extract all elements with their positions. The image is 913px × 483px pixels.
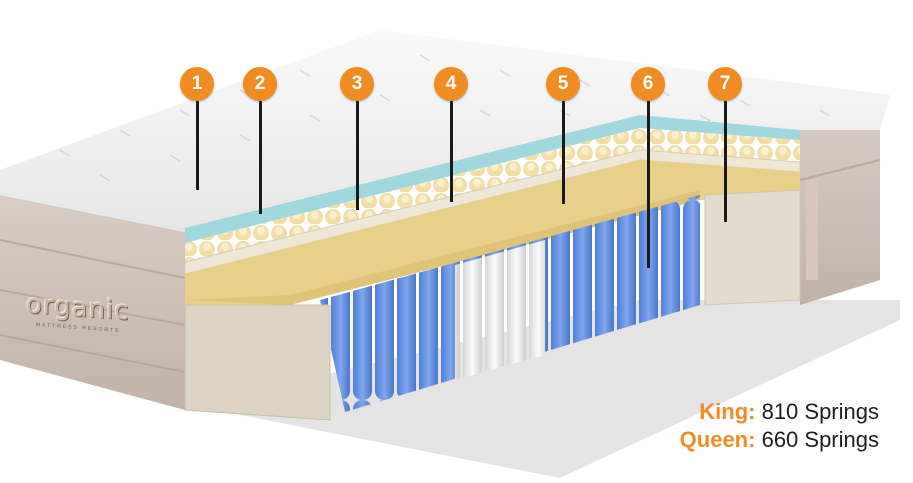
callout-badge: 1 (180, 67, 214, 101)
leader-line (450, 101, 453, 202)
callout-badge: 4 (434, 67, 468, 101)
callout-badge: 3 (340, 67, 374, 101)
spring-counts: King: 810 Springs Queen: 660 Springs (680, 398, 879, 454)
callout-badge: 6 (631, 67, 665, 101)
spring-value: 810 Springs (761, 399, 879, 424)
spring-value: 660 Springs (761, 427, 879, 452)
callout-badge: 5 (546, 67, 580, 101)
callout-badge: 2 (243, 67, 277, 101)
leader-line (356, 101, 359, 210)
size-label: King: (699, 399, 756, 424)
leader-line (724, 101, 727, 222)
callout-badge: 7 (708, 67, 742, 101)
size-label: Queen: (679, 427, 756, 452)
leader-line (647, 101, 650, 268)
leader-line (562, 101, 565, 204)
spring-count-king: King: 810 Springs (680, 398, 879, 426)
leader-line (259, 101, 262, 214)
spring-count-queen: Queen: 660 Springs (680, 426, 879, 454)
leader-line (196, 101, 199, 190)
